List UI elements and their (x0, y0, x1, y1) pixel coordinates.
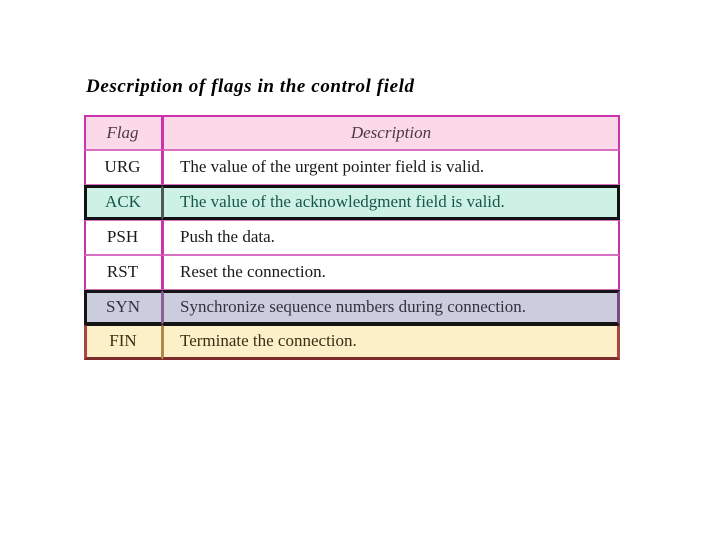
header-label-flag: Flag (106, 122, 139, 142)
table-header-row: Flag Description (84, 115, 620, 150)
flag-cell-urg: URG (84, 150, 162, 185)
description-cell-urg: The value of the urgent pointer field is… (162, 150, 620, 185)
description-label-fin: Terminate the connection. (180, 331, 357, 351)
description-cell-rst: Reset the connection. (162, 255, 620, 290)
table-row-ack: ACK The value of the acknowledgment fiel… (84, 185, 620, 220)
description-cell-syn: Synchronize sequence numbers during conn… (162, 290, 620, 325)
flag-label-urg: URG (104, 157, 141, 177)
flag-cell-fin: FIN (84, 325, 162, 360)
description-cell-ack: The value of the acknowledgment field is… (162, 185, 620, 220)
description-label-rst: Reset the connection. (180, 262, 326, 282)
description-label-ack: The value of the acknowledgment field is… (180, 192, 505, 212)
page-title: Description of flags in the control fiel… (86, 76, 415, 97)
description-cell-psh: Push the data. (162, 220, 620, 255)
table-row-rst: RST Reset the connection. (84, 255, 620, 290)
description-cell-fin: Terminate the connection. (162, 325, 620, 360)
header-cell-description: Description (162, 115, 620, 150)
description-label-syn: Synchronize sequence numbers during conn… (180, 297, 527, 317)
flag-cell-ack: ACK (84, 185, 162, 220)
flag-label-psh: PSH (106, 227, 139, 247)
table-row-fin: FIN Terminate the connection. (84, 325, 620, 360)
header-label-description: Description (350, 122, 432, 142)
flag-label-fin: FIN (109, 331, 137, 351)
flag-cell-rst: RST (84, 255, 162, 290)
flag-label-syn: SYN (105, 297, 140, 317)
flag-cell-psh: PSH (84, 220, 162, 255)
header-cell-flag: Flag (84, 115, 162, 150)
flag-cell-syn: SYN (84, 290, 162, 325)
description-label-urg: The value of the urgent pointer field is… (180, 157, 485, 177)
flag-label-rst: RST (106, 262, 139, 282)
flags-table: Flag Description URG The value of the ur… (84, 115, 620, 360)
table-row-urg: URG The value of the urgent pointer fiel… (84, 150, 620, 185)
flag-label-ack: ACK (105, 192, 141, 212)
description-label-psh: Push the data. (180, 227, 275, 247)
table-row-syn: SYN Synchronize sequence numbers during … (84, 290, 620, 325)
table-row-psh: PSH Push the data. (84, 220, 620, 255)
